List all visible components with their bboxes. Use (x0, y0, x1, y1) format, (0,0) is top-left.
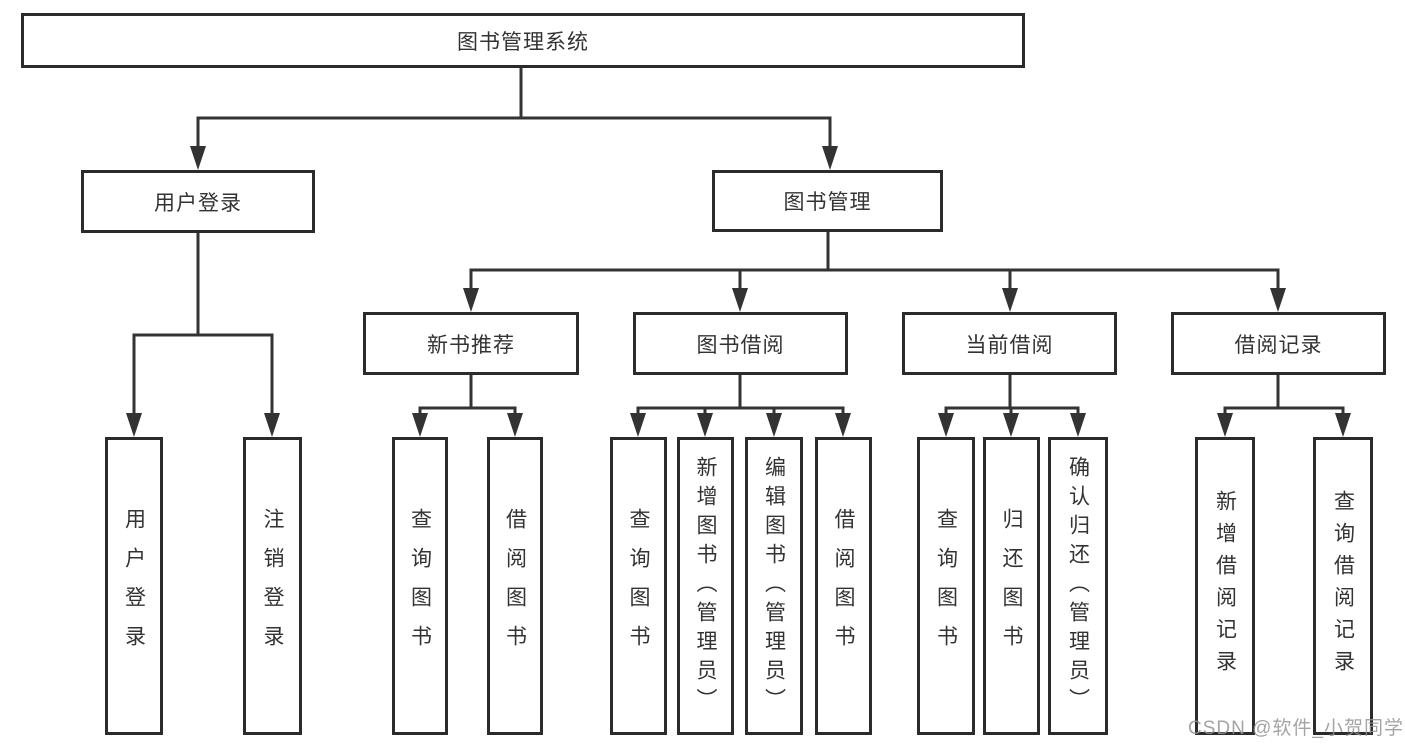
leaf-label: 新增图书（管理员） (694, 455, 717, 717)
leaf-query-books-recommend: 查询图书 (392, 437, 448, 735)
leaf-query-books-borrowing: 查询图书 (610, 437, 667, 735)
leaf-label: 查询图书 (408, 508, 432, 664)
leaf-add-books-admin: 新增图书（管理员） (677, 437, 734, 735)
leaf-user-login: 用户登录 (105, 437, 163, 735)
csdn-watermark: CSDN @软件_小贺同学 (1188, 718, 1404, 739)
leaf-label: 确认归还（管理员） (1066, 455, 1090, 717)
node-label: 图书管理 (783, 191, 872, 214)
node-user-login: 用户登录 (81, 170, 315, 233)
node-current-borrowing: 当前借阅 (902, 312, 1117, 375)
leaf-label: 归还图书 (1000, 508, 1023, 664)
leaf-borrow-books-recommend: 借阅图书 (487, 437, 543, 735)
node-label: 新书推荐 (427, 333, 515, 357)
leaf-return-books: 归还图书 (983, 437, 1040, 735)
node-label: 图书管理系统 (457, 30, 589, 54)
leaf-query-borrow-record: 查询借阅记录 (1313, 437, 1373, 735)
leaf-label: 注销登录 (261, 508, 284, 664)
leaf-label: 编辑图书（管理员） (762, 455, 786, 717)
node-library-management-system: 图书管理系统 (21, 13, 1025, 68)
leaf-add-borrow-record: 新增借阅记录 (1195, 437, 1255, 735)
leaf-label: 借阅图书 (832, 508, 855, 664)
leaf-confirm-return-admin: 确认归还（管理员） (1048, 437, 1108, 735)
node-borrowing-records: 借阅记录 (1171, 312, 1386, 375)
node-label: 图书借阅 (696, 333, 785, 357)
leaf-borrow-books-borrowing: 借阅图书 (815, 437, 872, 735)
arrowheads (126, 146, 1351, 437)
node-label: 用户登录 (154, 191, 242, 215)
node-new-book-recommendation: 新书推荐 (363, 312, 579, 375)
node-book-management: 图书管理 (712, 170, 943, 232)
leaf-logout: 注销登录 (243, 437, 302, 735)
node-label: 当前借阅 (965, 333, 1054, 357)
leaf-label: 借阅图书 (503, 508, 527, 664)
node-book-borrowing: 图书借阅 (633, 312, 848, 375)
node-label: 借阅记录 (1234, 333, 1323, 357)
leaf-label: 查询图书 (934, 508, 958, 664)
leaf-label: 查询图书 (627, 508, 650, 664)
leaf-edit-books-admin: 编辑图书（管理员） (745, 437, 803, 735)
leaf-label: 用户登录 (122, 508, 146, 664)
leaf-label: 查询借阅记录 (1331, 490, 1355, 682)
leaf-query-books-current: 查询图书 (917, 437, 975, 735)
leaf-label: 新增借阅记录 (1213, 490, 1237, 682)
